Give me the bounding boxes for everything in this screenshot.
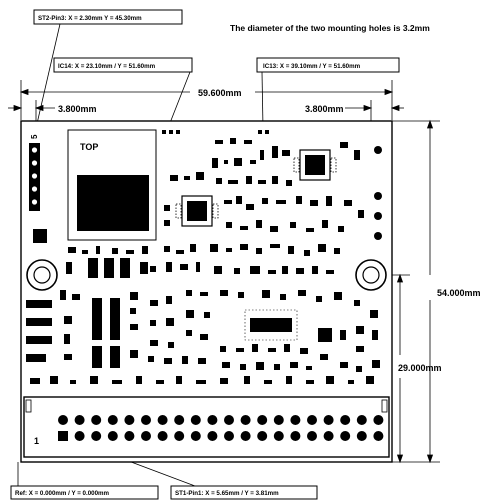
connector-pin	[290, 415, 301, 425]
connector-pin	[224, 431, 234, 441]
connector-pin	[340, 415, 351, 425]
connector-pin	[207, 415, 218, 425]
callout-ic14: IC14: X = 23.10mm / Y = 51.60mm	[53, 57, 193, 129]
connector-pin	[257, 415, 268, 425]
connector-pin	[356, 415, 367, 425]
pin-header-label: 5	[30, 134, 39, 139]
connector-pin	[373, 415, 384, 425]
ic14-chip	[175, 195, 219, 227]
soic-chip	[244, 309, 298, 341]
pin-header-left	[29, 143, 40, 211]
ic13-chip	[293, 149, 337, 181]
large-chip	[77, 175, 149, 231]
mounting-hole-right	[355, 259, 387, 291]
connector-pin	[240, 415, 251, 425]
callout-ref-text: Ref: X = 0.000mm / Y = 0.000mm	[15, 490, 110, 497]
bottom-connector	[23, 396, 390, 458]
connector-pin	[273, 431, 284, 441]
connector-pin	[174, 415, 185, 425]
connector-pin	[58, 415, 68, 425]
callout-ic13: IC13: X = 39.10mm / Y = 51.60mm	[256, 57, 400, 129]
connector-pin	[356, 431, 367, 441]
connector-pin	[340, 431, 351, 441]
dimension-left-offset-label: 3.800mm	[58, 104, 97, 114]
callout-ref: Ref: X = 0.000mm / Y = 0.000mm	[10, 462, 159, 500]
dimension-width	[19, 80, 394, 120]
callout-st2: ST2-Pin3: X = 2.30mm Y = 45.30mm	[33, 9, 183, 129]
connector-pin	[290, 431, 301, 441]
connector-pin	[207, 431, 218, 441]
connector-pin	[323, 431, 334, 441]
connector-pin	[124, 415, 135, 425]
connector-pin	[107, 415, 118, 425]
connector-pin	[107, 431, 118, 441]
component	[33, 229, 47, 243]
connector-pin	[174, 431, 185, 441]
connector-pin	[74, 415, 85, 425]
connector-pin	[257, 431, 268, 441]
connector-pin	[307, 415, 317, 425]
connector-pin	[240, 431, 251, 441]
connector-pin	[91, 431, 102, 441]
dimension-hole-height-label: 29.000mm	[398, 363, 442, 373]
callout-st1-text: ST1-Pin1: X = 5.65mm / Y = 3.81mm	[175, 490, 279, 497]
top-label: TOP	[80, 142, 98, 152]
connector-pin	[190, 415, 201, 425]
dimension-width-label: 59.600mm	[198, 88, 242, 98]
callout-ic14-text: IC14: X = 23.10mm / Y = 51.60mm	[58, 63, 156, 70]
connector-pin	[124, 431, 135, 441]
connector-pin	[323, 415, 334, 425]
connector-pin	[190, 431, 201, 441]
connector-pin	[141, 431, 151, 441]
connector-pin	[307, 431, 317, 441]
connector-pin	[74, 431, 85, 441]
dimension-height	[392, 119, 440, 464]
connector-pin	[157, 431, 168, 441]
connector-pins	[58, 415, 384, 441]
mounting-hole-note: The diameter of the two mounting holes i…	[230, 23, 430, 33]
connector-pin1-label: 1	[34, 436, 39, 446]
dimension-left-offset	[8, 100, 55, 128]
connector-pin	[157, 415, 168, 425]
smd-components	[26, 130, 382, 384]
connector-pin	[373, 431, 384, 441]
connector-pin	[91, 415, 102, 425]
dimension-height-label: 54.000mm	[437, 288, 481, 298]
dimension-right-offset-label: 3.800mm	[305, 104, 344, 114]
connector-pin	[273, 415, 284, 425]
mounting-hole-left	[26, 259, 58, 291]
connector-pin	[141, 415, 151, 425]
callout-st2-text: ST2-Pin3: X = 2.30mm Y = 45.30mm	[38, 15, 142, 22]
callout-ic13-text: IC13: X = 39.10mm / Y = 51.60mm	[263, 63, 361, 70]
connector-pin	[224, 415, 234, 425]
